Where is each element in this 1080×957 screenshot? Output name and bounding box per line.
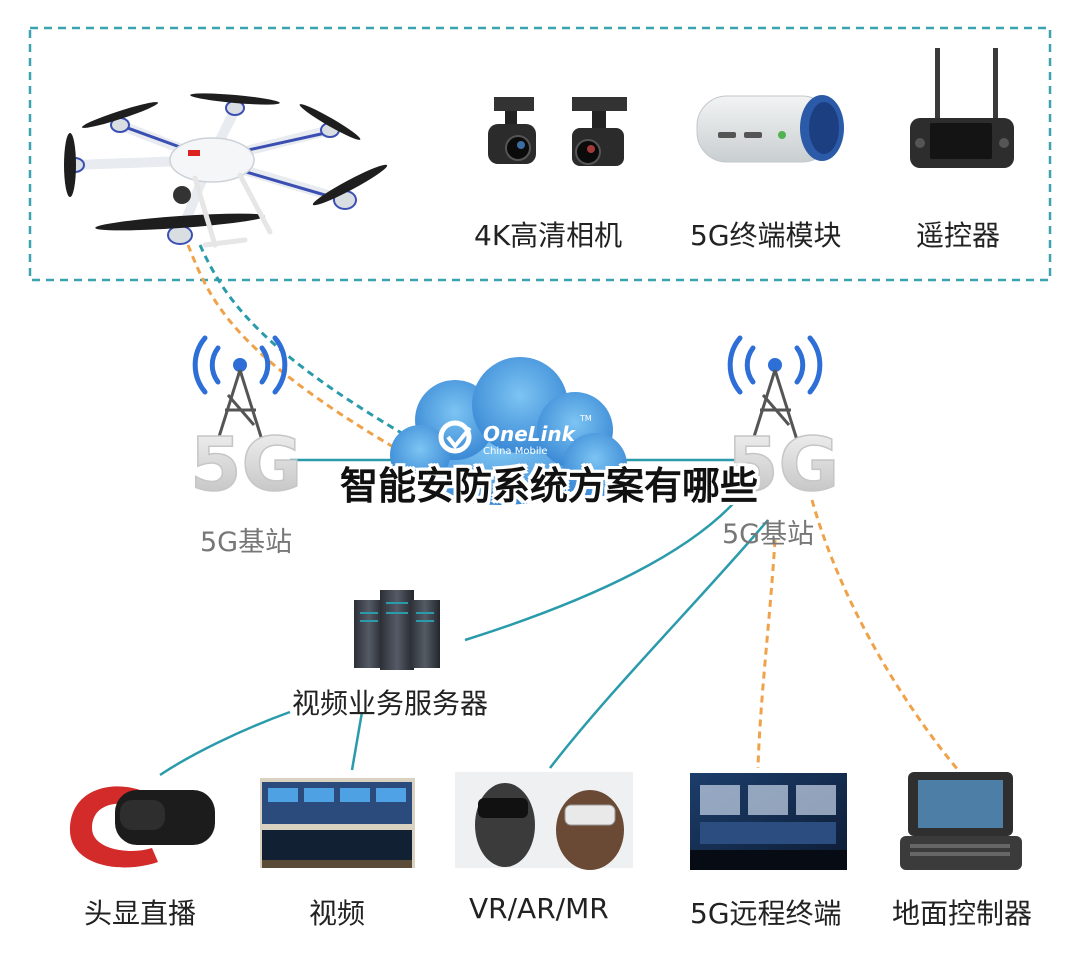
equipment-box [28, 26, 1052, 282]
5g-module-image [696, 95, 844, 163]
onelink-cloud [390, 357, 627, 505]
remote-controller-image [910, 48, 1014, 168]
label-server: 视频业务服务器 [292, 687, 489, 720]
vr-users-image [455, 772, 633, 870]
ground-controller-image [900, 772, 1022, 870]
label-5g-remote-terminal: 5G远程终端 [690, 897, 842, 930]
label-video: 视频 [309, 897, 366, 930]
cloud-sub: China Mobile [483, 446, 548, 457]
drone-image [64, 93, 388, 248]
video-wall-image [260, 778, 415, 868]
connection-lines [159, 244, 960, 777]
label-station-right: 5G基站 [722, 519, 815, 550]
label-ground-controller: 地面控制器 [892, 897, 1033, 930]
label-4k-camera: 4K高清相机 [474, 219, 623, 252]
remote-terminal-image [690, 773, 847, 870]
label-5g-module: 5G终端模块 [690, 219, 842, 252]
cloud-brand: OneLink [483, 422, 575, 446]
page-title: 智能安防系统方案有哪些 [340, 464, 759, 508]
4k-camera-image [488, 97, 627, 166]
headset-image [70, 786, 215, 868]
label-remote-controller: 遥控器 [916, 219, 1001, 252]
svg-text:5G: 5G [727, 422, 839, 508]
5g-base-station-left: 5G [189, 335, 303, 509]
5g-base-station-right: 5G [726, 335, 840, 509]
label-headset-live: 头显直播 [84, 897, 197, 930]
svg-text:5G: 5G [190, 422, 302, 508]
label-station-left: 5G基站 [200, 527, 293, 558]
label-vr-ar-mr: VR/AR/MR [469, 892, 609, 925]
server-image [354, 590, 440, 670]
cloud-tm: TM [580, 414, 592, 423]
